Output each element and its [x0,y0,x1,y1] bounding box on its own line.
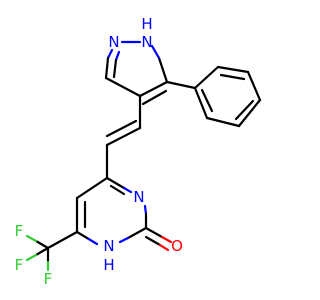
atom-f3: F [44,270,53,288]
bond [143,204,148,216]
bond [75,176,109,200]
bond-n-c [104,56,110,80]
bond-c-o [158,243,170,252]
bond-c-f [34,239,50,250]
atom-f2: F [15,256,24,274]
atom-labels: N N H N N H O F F F [15,15,183,288]
bond [46,230,79,250]
trifluoromethyl-group [25,230,79,272]
phenyl-ring [193,65,262,128]
atom-h-pyrazole: H [141,15,152,33]
atom-n-pyrimidine: N [133,188,144,206]
bond [216,65,250,74]
bond [105,119,138,138]
atom-nh-pyrazole: N [141,33,152,51]
atom-o-carbonyl: O [171,237,183,255]
molecule-canvas: N N H N N H O F F F [14,15,262,288]
bond-c-o [144,235,162,247]
bond [105,176,126,190]
bond [105,126,142,147]
atom-n-pyrazole: N [108,33,119,51]
bond [109,184,126,196]
bond [118,236,130,244]
bond-c-nh [157,56,169,84]
atom-f1: F [15,222,24,240]
bond-c-o [160,235,173,244]
bond [193,65,220,90]
bond [246,70,262,102]
bond-c-o [144,226,164,239]
bond [75,230,89,240]
vinyl-linker [105,94,142,180]
pyrazole-ring [104,40,197,106]
bond-c-f [34,246,50,257]
bond [237,98,262,128]
atom-nh-pyrimidine: N [103,237,114,255]
bond [205,116,241,128]
bond-n-c [114,50,121,62]
bond [138,80,169,98]
bond [141,89,168,106]
bond [219,73,246,81]
bond-c-f [25,234,38,243]
bond [165,80,197,90]
pyrimidinone-ring [75,176,173,252]
atom-h-pyrimidine: H [103,256,114,274]
bond-n-c [112,58,118,79]
bond-c-f [25,253,38,262]
bond-c-nh [150,44,161,60]
bond [85,236,99,246]
molecule-structure: N N H N N H O F F F [15,15,262,288]
bond [126,226,148,240]
bond-n-c [106,48,114,60]
bond [234,99,255,121]
bond [193,86,209,120]
bond [200,88,214,113]
bond [122,186,133,194]
bond [104,76,142,98]
